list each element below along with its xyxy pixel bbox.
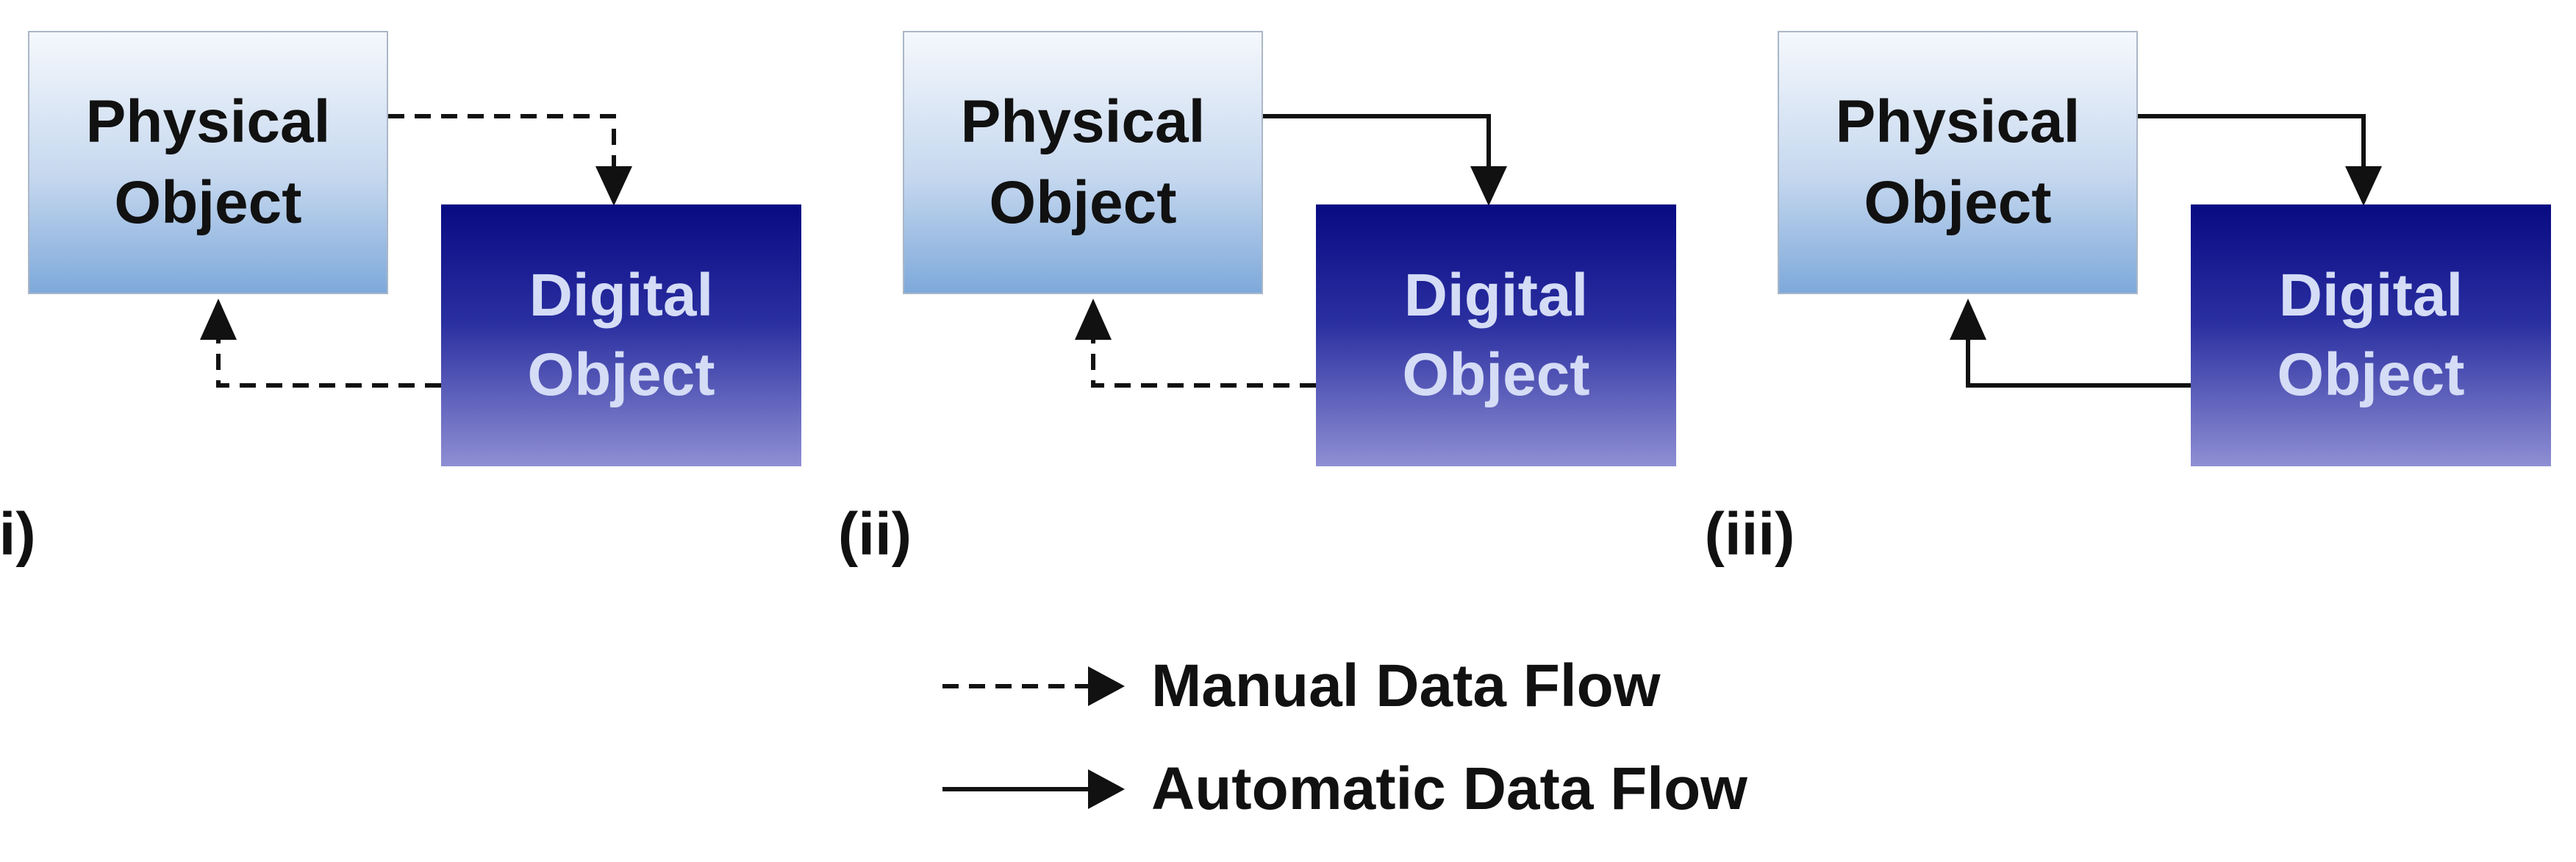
arrowhead-up-icon — [1950, 299, 1986, 340]
arrowhead-down-icon — [2345, 166, 2382, 206]
digital-object-line2: Object — [527, 341, 715, 408]
panel-i: Physical Object Digital Object (i) — [0, 0, 823, 603]
physical-object-box: Physical Object — [1778, 31, 2138, 294]
panel-iii-arrows — [1950, 114, 2382, 388]
legend-automatic: Automatic Data Flow — [941, 749, 1750, 830]
panel-label: (iii) — [1704, 501, 1795, 568]
automatic-flow-arrow-physical-to-digital — [1263, 114, 1491, 169]
solid-arrow-icon — [942, 769, 1125, 809]
automatic-flow-arrow-physical-to-digital — [2138, 114, 2366, 169]
physical-object-line1: Physical — [1835, 88, 2081, 155]
manual-flow-arrow-physical-to-digital — [388, 114, 616, 169]
physical-object-line2: Object — [989, 169, 1177, 236]
panel-iii: Physical Object Digital Object (iii) — [1705, 0, 2573, 603]
arrowhead-down-icon — [595, 166, 632, 206]
panel-label: (i) — [0, 501, 36, 568]
physical-object-line1: Physical — [960, 88, 1206, 155]
legend-automatic-label: Automatic Data Flow — [1151, 755, 1747, 822]
panel-ii-arrows — [1075, 114, 1507, 388]
arrowhead-down-icon — [1470, 166, 1507, 206]
digital-object-line2: Object — [2277, 341, 2465, 408]
arrowhead-up-icon — [1075, 299, 1112, 340]
digital-object-box: Digital Object — [2191, 204, 2551, 466]
digital-object-line1: Digital — [2278, 262, 2464, 329]
manual-flow-arrow-digital-to-physical — [216, 337, 441, 388]
dashed-arrow-icon — [942, 666, 1125, 706]
panel-i-arrows — [200, 114, 632, 388]
panel-label: (ii) — [837, 501, 912, 568]
digital-object-box: Digital Object — [441, 204, 801, 466]
panel-ii: Physical Object Digital Object (ii) — [838, 0, 1698, 603]
automatic-flow-arrow-digital-to-physical — [1966, 337, 2191, 388]
manual-flow-arrow-digital-to-physical — [1091, 337, 1316, 388]
digital-object-box: Digital Object — [1316, 204, 1676, 466]
legend-manual: Manual Data Flow — [941, 646, 1750, 727]
digital-object-line2: Object — [1402, 341, 1590, 408]
physical-object-box: Physical Object — [28, 31, 388, 294]
physical-object-line1: Physical — [85, 88, 331, 155]
legend-manual-label: Manual Data Flow — [1151, 652, 1661, 719]
physical-object-box: Physical Object — [903, 31, 1263, 294]
arrowhead-up-icon — [200, 299, 237, 340]
physical-object-line2: Object — [114, 169, 302, 236]
physical-object-line2: Object — [1864, 169, 2052, 236]
digital-object-line1: Digital — [1403, 262, 1589, 329]
digital-object-line1: Digital — [529, 262, 714, 329]
